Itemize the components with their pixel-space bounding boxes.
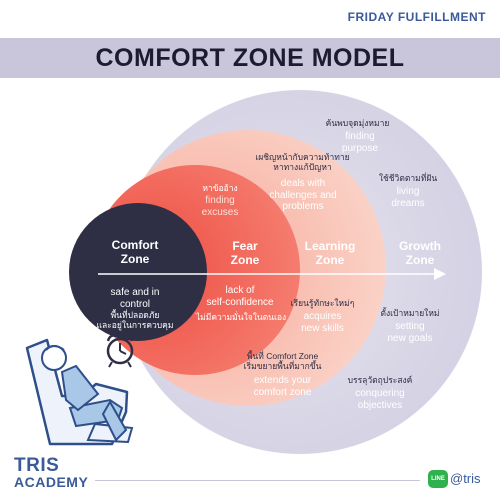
line-chat-icon: LINE <box>428 470 448 488</box>
alarm-clock-icon <box>106 334 134 368</box>
title-banner <box>0 38 500 78</box>
fear-th-excuses: หาข้ออ้าง <box>202 183 238 193</box>
comfort-zone-th: พื้นที่ปลอดภัยและอยู่ในการควบคุม <box>96 310 174 330</box>
comfort-zone-circle <box>69 203 207 341</box>
header-tag: FRIDAY FULFILLMENT <box>347 10 486 24</box>
arrow-right-icon <box>98 268 446 280</box>
growth-th-purpose: ค้นพบจุดมุ่งหมาย <box>325 118 390 128</box>
growth-th-goals: ตั้งเป้าหมายใหม่ <box>380 308 440 318</box>
learning-th-challenges: เผชิญหน้ากับความท้าทายหาทางแก้ปัญหา <box>255 152 350 172</box>
footer-divider <box>95 480 420 481</box>
growth-th-objectives: บรรลุวัตถุประสงค์ <box>347 375 413 385</box>
person-in-armchair-illustration <box>25 338 134 446</box>
fear-th-confidence: ไม่มีความมั่นใจในตนเอง <box>195 312 287 322</box>
growth-th-dreams: ใช้ชีวิตตามที่ฝัน <box>378 173 438 183</box>
page-title: COMFORT ZONE MODEL <box>95 44 405 72</box>
learning-th-skills: เรียนรู้ทักษะใหม่ๆ <box>290 298 355 308</box>
social-handle: @tris <box>450 471 481 486</box>
brand-logo: TRIS ACADEMY <box>14 455 89 490</box>
